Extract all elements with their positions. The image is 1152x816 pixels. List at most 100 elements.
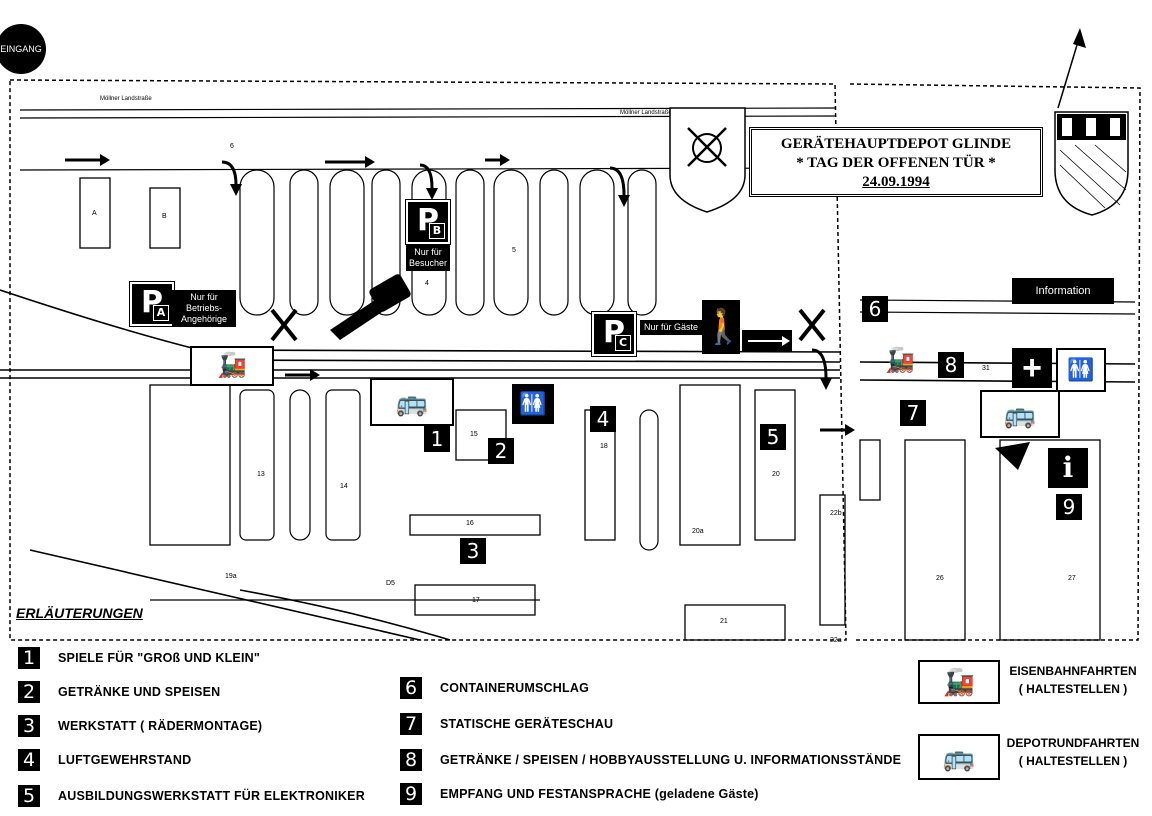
parking-note-b: Nur für Besucher (406, 245, 450, 271)
map-station-8: 8 (938, 352, 964, 378)
svg-text:6: 6 (230, 143, 234, 150)
legend-text: AUSBILDUNGSWERKSTATT FÜR ELEKTRONIKER (58, 789, 365, 803)
turn-arrowheads (230, 184, 1030, 470)
legend-train-line2: ( HALTESTELLEN ) (1018, 682, 1128, 696)
toilet-icon: 🚻 (512, 384, 554, 424)
legend-bus-line1: DEPOTRUNDFAHRTEN (1006, 736, 1140, 750)
train-icon: 🚂 (918, 660, 1000, 704)
map-station-5: 5 (760, 424, 786, 450)
legend-number: 1 (18, 647, 40, 669)
legend-text: CONTAINERUMSCHLAG (440, 681, 589, 695)
map-station-2: 2 (488, 438, 514, 464)
svg-text:19a: 19a (225, 573, 237, 580)
svg-text:18: 18 (600, 443, 608, 450)
map-station-6: 6 (862, 296, 888, 322)
title-line-1: GERÄTEHAUPTDEPOT GLINDE (780, 136, 1012, 152)
svg-text:13: 13 (257, 471, 265, 478)
info-icon: i (1048, 448, 1088, 488)
svg-text:22b: 22b (830, 510, 842, 517)
legend-item: 8 GETRÄNKE / SPEISEN / HOBBYAUSSTELLUNG … (400, 746, 901, 774)
svg-text:16: 16 (466, 520, 474, 527)
pedestrian-arrow (742, 330, 792, 352)
svg-text:14: 14 (340, 483, 348, 490)
crossing-icon (270, 308, 826, 342)
bus-icon: 🚌 (980, 390, 1060, 438)
legend-number: 2 (18, 681, 40, 703)
legend-text: GETRÄNKE UND SPEISEN (58, 685, 221, 699)
legend-text: WERKSTATT ( RÄDERMONTAGE) (58, 719, 263, 733)
svg-text:B: B (162, 213, 167, 220)
site-boundary (9, 79, 1141, 641)
emblem-icon (669, 107, 746, 213)
parking-sub: B (429, 223, 445, 239)
legend-bus: DEPOTRUNDFAHRTEN ( HALTESTELLEN ) (1000, 734, 1146, 770)
legend-number: 8 (400, 749, 422, 771)
legend-text: SPIELE FÜR "GROß UND KLEIN" (58, 651, 260, 665)
first-aid-icon: + (1012, 348, 1052, 388)
svg-text:D5: D5 (386, 580, 395, 587)
parking-sub: C (615, 335, 631, 351)
toilet-icon: 🚻 (1056, 348, 1106, 392)
legend-item: 9 EMPFANG UND FESTANSPRACHE (geladene Gä… (400, 780, 759, 808)
legend-item: 4 LUFTGEWEHRSTAND (18, 746, 191, 774)
svg-text:5: 5 (512, 247, 516, 254)
svg-text:A: A (92, 210, 97, 217)
svg-text:17: 17 (472, 597, 480, 604)
parking-note-a: Nur für Betriebs-Angehörige (172, 290, 236, 327)
train-icon: 🚂 (190, 346, 274, 386)
legend-number: 9 (400, 783, 422, 805)
bus-icon: 🚌 (370, 378, 454, 426)
legend-item: 6 CONTAINERUMSCHLAG (400, 674, 589, 702)
pedestrian-icon: 🚶 (702, 300, 744, 354)
coat-of-arms-icon (1054, 111, 1129, 216)
legend-item: 3 WERKSTATT ( RÄDERMONTAGE) (18, 712, 262, 740)
legend-text: EMPFANG UND FESTANSPRACHE (geladene Gäst… (440, 787, 759, 801)
information-sign: Information (1012, 278, 1114, 304)
svg-text:15: 15 (470, 431, 478, 438)
parking-sign-c: P C (591, 311, 637, 357)
buildings (79, 177, 1101, 641)
svg-text:27: 27 (1068, 575, 1076, 582)
svg-text:21: 21 (720, 618, 728, 625)
train-icon: 🚂 (885, 347, 915, 374)
event-title-box: GERÄTEHAUPTDEPOT GLINDE * TAG DER OFFENE… (749, 127, 1043, 197)
legend-heading: ERLÄUTERUNGEN (16, 605, 143, 621)
parking-sign-b: P B (405, 199, 451, 245)
building-labels: A B 6 4 5 13 14 15 16 17 18 20 20a 21 22… (92, 143, 1076, 644)
bus-icon: 🚌 (918, 734, 1000, 780)
north-arrow-icon (1057, 28, 1086, 109)
legend-number: 6 (400, 677, 422, 699)
parking-sub: A (153, 305, 169, 321)
direction-arrows (65, 154, 855, 436)
title-line-3: 24.09.1994 (862, 174, 930, 190)
legend-text: STATISCHE GERÄTESCHAU (440, 717, 614, 731)
legend-bus-line2: ( HALTESTELLEN ) (1018, 754, 1128, 768)
legend-item: 2 GETRÄNKE UND SPEISEN (18, 678, 220, 706)
svg-text:4: 4 (425, 280, 429, 287)
parking-note-c: Nur für Gäste (640, 320, 702, 335)
svg-text:20a: 20a (692, 528, 704, 535)
legend-item: 5 AUSBILDUNGSWERKSTATT FÜR ELEKTRONIKER (18, 782, 365, 810)
map-station-7: 7 (900, 400, 926, 426)
street-label-1: Möllner Landstraße (620, 110, 672, 116)
legend-number: 3 (18, 715, 40, 737)
turn-arrows (221, 160, 828, 379)
legend-number: 7 (400, 713, 422, 735)
svg-text:31: 31 (982, 365, 990, 372)
map-station-9: 9 (1056, 494, 1082, 520)
legend-train: EISENBAHNFAHRTEN ( HALTESTELLEN ) (1000, 662, 1146, 698)
svg-text:22a: 22a (830, 637, 842, 644)
legend-text: GETRÄNKE / SPEISEN / HOBBYAUSSTELLUNG U.… (440, 753, 902, 767)
svg-text:26: 26 (936, 575, 944, 582)
svg-text:20: 20 (772, 471, 780, 478)
map-station-3: 3 (460, 538, 486, 564)
entrance-marker: EINGANG (0, 24, 46, 74)
legend-text: LUFTGEWEHRSTAND (58, 753, 192, 767)
parking-sign-a: P A (129, 281, 175, 327)
legend-train-line1: EISENBAHNFAHRTEN (1009, 664, 1137, 678)
legend-item: 1 SPIELE FÜR "GROß UND KLEIN" (18, 644, 260, 672)
legend-number: 4 (18, 749, 40, 771)
map-station-4: 4 (590, 406, 616, 432)
map-station-1: 1 (424, 426, 450, 452)
parking-islands (239, 169, 659, 551)
